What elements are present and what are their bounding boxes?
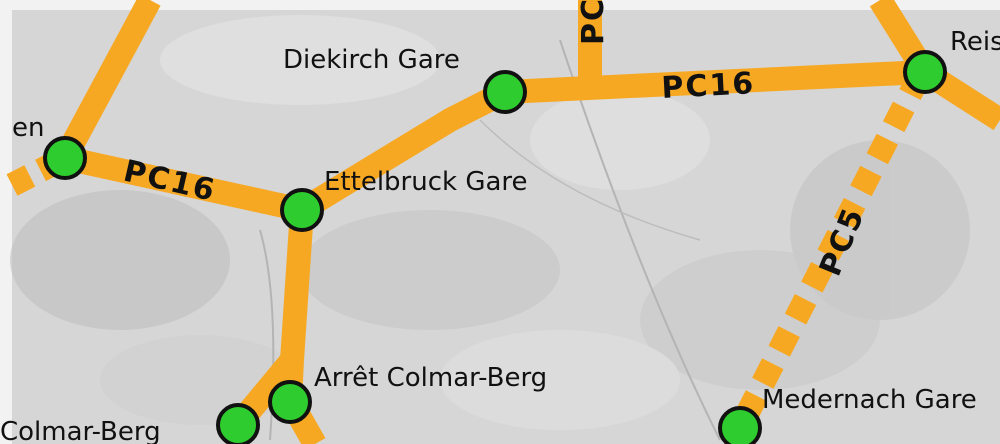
station-label-west: en — [12, 113, 44, 143]
station-label-colmar: Colmar-Berg — [0, 417, 161, 444]
route-pc16-west[interactable] — [62, 146, 305, 222]
route-branch-northwest — [54, 0, 161, 164]
routes — [6, 0, 1000, 444]
route-pc5[interactable] — [729, 69, 931, 434]
station-label-diekirch: Diekirch Gare — [283, 45, 460, 75]
route-label-pc-top: PC — [576, 0, 611, 45]
station-label-ettelbruck: Ettelbruck Gare — [324, 167, 528, 197]
station-marker-diekirch[interactable] — [483, 70, 527, 114]
station-label-medernach: Medernach Gare — [762, 385, 977, 415]
station-marker-reisdorf[interactable] — [903, 50, 947, 94]
station-label-reisdorf: Reis — [950, 27, 1000, 57]
station-label-arret-colmar: Arrêt Colmar-Berg — [314, 363, 547, 393]
station-marker-arret-colmar[interactable] — [268, 380, 312, 424]
station-marker-colmar[interactable] — [216, 403, 260, 444]
station-marker-medernach[interactable] — [718, 406, 762, 444]
route-pc16-east[interactable] — [504, 60, 926, 104]
stations — [43, 50, 947, 444]
station-marker-ettelbruck[interactable] — [280, 188, 324, 232]
station-marker-west[interactable] — [43, 136, 87, 180]
route-label-pc16-east: PC16 — [661, 66, 756, 106]
